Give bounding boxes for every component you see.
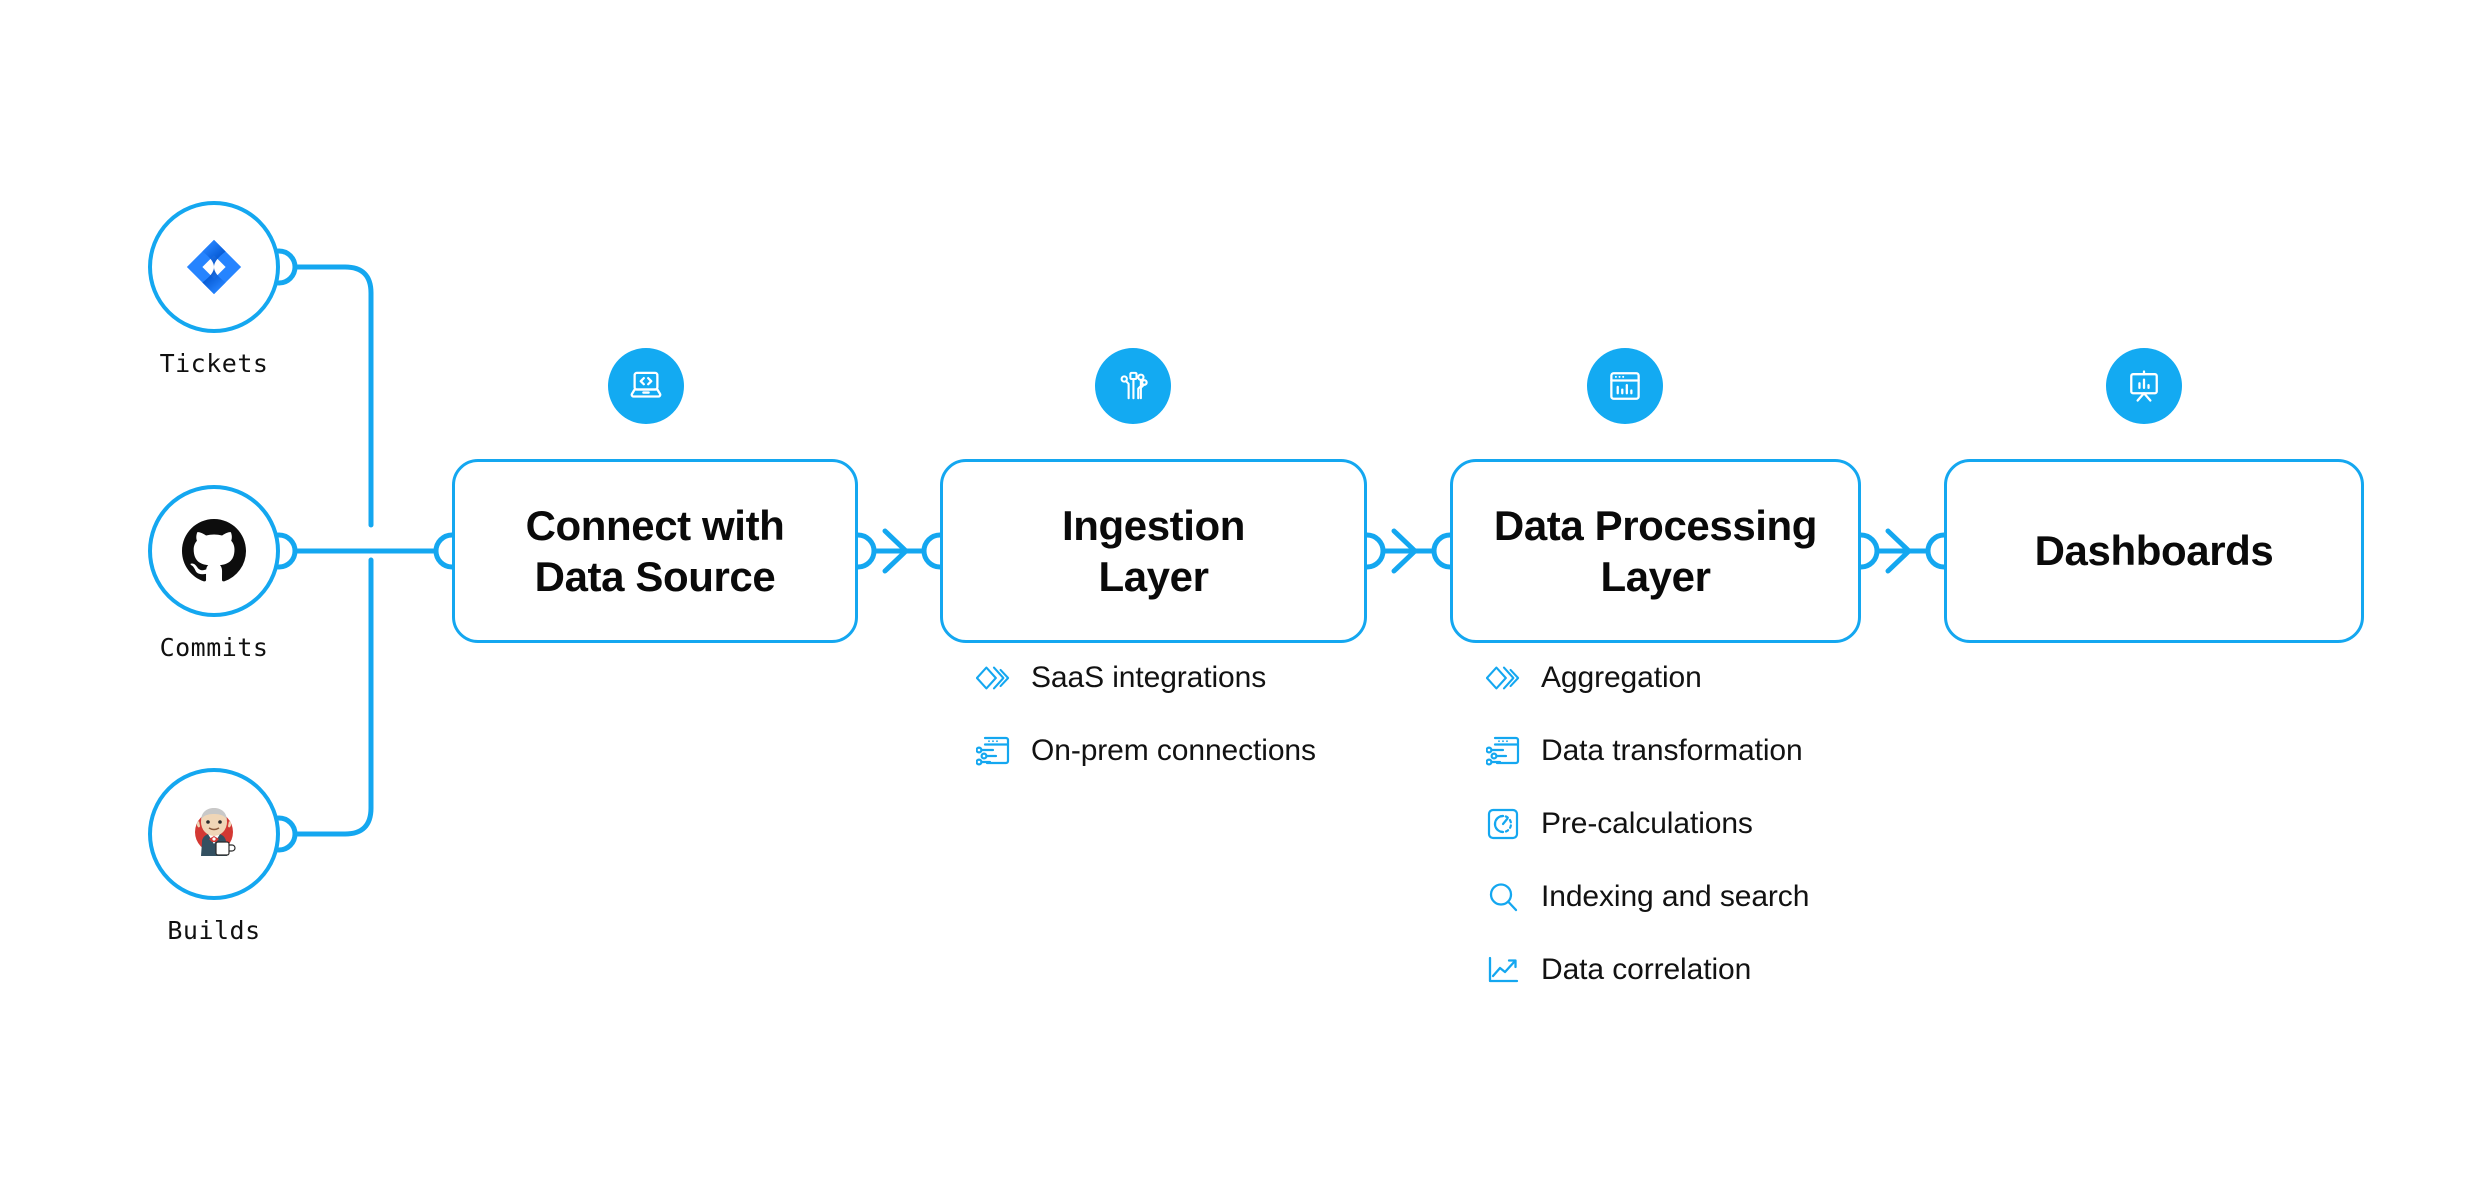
- feature-label: Indexing and search: [1541, 880, 1810, 913]
- source-node-tickets[interactable]: Tickets: [148, 201, 288, 378]
- feature-item-pre-calculations[interactable]: Pre-calculations: [1485, 801, 1809, 847]
- line-chart-icon: [1485, 952, 1521, 988]
- circuit-nodes-icon: [1120, 371, 1148, 400]
- stage-title-connect-data-source: Connect with Data Source: [508, 500, 803, 602]
- source-label-tickets: Tickets: [159, 349, 269, 378]
- stage-title-line1: Data Processing: [1493, 501, 1818, 549]
- stage-title-dashboards: Dashboards: [2017, 525, 2292, 576]
- feature-item-indexing-and-search[interactable]: Indexing and search: [1485, 874, 1809, 920]
- chevrons-layers-icon: [975, 660, 1011, 696]
- stage-title-line1: Ingestion: [1061, 501, 1246, 549]
- stage-title-line2: Layer: [1098, 553, 1209, 600]
- source-node-commits[interactable]: Commits: [148, 485, 288, 662]
- stage-title-line1: Dashboards: [2034, 527, 2274, 575]
- feature-item-saas-integrations[interactable]: SaaS integrations: [975, 655, 1316, 701]
- source-label-commits: Commits: [159, 633, 269, 662]
- feature-list-processing: Aggregation Data transformation: [1485, 655, 1809, 1020]
- stage-title-ingestion-layer: Ingestion Layer: [1044, 500, 1263, 602]
- feature-item-aggregation[interactable]: Aggregation: [1485, 655, 1809, 701]
- window-chart-icon: [1610, 372, 1640, 400]
- stage-box-connect-data-source[interactable]: Connect with Data Source: [452, 459, 858, 643]
- feature-label: On-prem connections: [1031, 734, 1316, 767]
- github-icon: [182, 519, 246, 582]
- badge-dashboards: [2106, 348, 2182, 424]
- stage-title-line1: Connect with: [525, 501, 785, 549]
- feature-label: Pre-calculations: [1541, 807, 1753, 840]
- source-circle-builds: [148, 768, 280, 900]
- wire-tickets: [292, 264, 374, 528]
- feature-label: Data transformation: [1541, 734, 1803, 767]
- stage-box-ingestion-layer[interactable]: Ingestion Layer: [940, 459, 1367, 643]
- stage-title-data-processing-layer: Data Processing Layer: [1476, 500, 1835, 602]
- feature-item-on-prem-connections[interactable]: On-prem connections: [975, 728, 1316, 774]
- arrowhead-3: [1885, 528, 1912, 574]
- arrowhead-2: [1391, 528, 1418, 574]
- stage-box-data-processing-layer[interactable]: Data Processing Layer: [1450, 459, 1861, 643]
- jenkins-icon: [195, 808, 236, 856]
- jira-icon: [186, 239, 242, 295]
- source-circle-commits: [148, 485, 280, 617]
- feature-item-data-correlation[interactable]: Data correlation: [1485, 947, 1809, 993]
- feature-label: Data correlation: [1541, 953, 1752, 986]
- laptop-code-icon: [630, 371, 662, 398]
- chevrons-layers-icon: [1485, 660, 1521, 696]
- stage-box-dashboards[interactable]: Dashboards: [1944, 459, 2364, 643]
- arrowhead-1: [882, 528, 909, 574]
- window-sliders-icon: [975, 733, 1011, 769]
- search-icon: [1485, 879, 1521, 915]
- feature-label: Aggregation: [1541, 661, 1702, 694]
- stage-title-line2: Data Source: [534, 553, 776, 600]
- feature-label: SaaS integrations: [1031, 661, 1267, 694]
- feature-list-ingestion: SaaS integrations On-prem connections: [975, 655, 1316, 801]
- wire-builds: [292, 557, 374, 837]
- source-circle-tickets: [148, 201, 280, 333]
- feature-item-data-transformation[interactable]: Data transformation: [1485, 728, 1809, 774]
- badge-ingestion-layer: [1095, 348, 1171, 424]
- window-sliders-icon: [1485, 733, 1521, 769]
- stage-title-line2: Layer: [1600, 553, 1711, 600]
- gauge-square-icon: [1485, 806, 1521, 842]
- presentation-chart-icon: [2130, 370, 2158, 402]
- badge-data-processing-layer: [1587, 348, 1663, 424]
- badge-connect-data-source: [608, 348, 684, 424]
- source-node-builds[interactable]: Builds: [148, 768, 288, 945]
- source-label-builds: Builds: [167, 916, 261, 945]
